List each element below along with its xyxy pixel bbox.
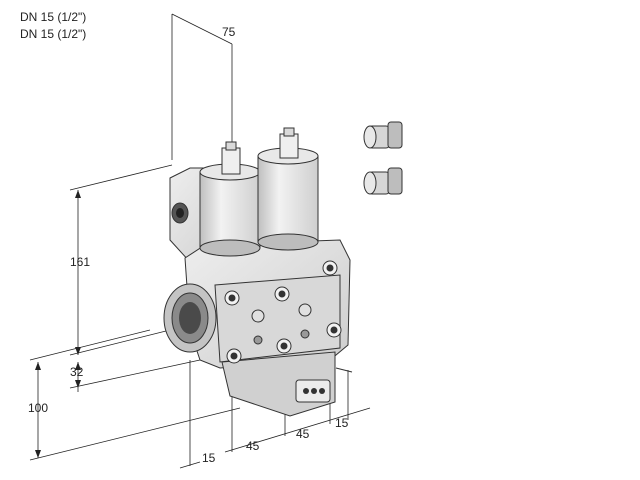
- dim-100: 100: [28, 401, 48, 415]
- connection-size-label-1: DN 15 (1/2"): [20, 10, 87, 24]
- dim-75: 75: [222, 25, 236, 39]
- bolts: [224, 260, 342, 364]
- dim-15-right: 15: [335, 416, 349, 430]
- dim-45-right: 45: [296, 427, 310, 441]
- dim-15-bottom: 15: [202, 451, 216, 465]
- cable-gland-top: [363, 121, 403, 149]
- connection-size-label-2: DN 15 (1/2"): [20, 27, 87, 41]
- dim-32: 32: [70, 365, 84, 379]
- valve-body: [163, 127, 353, 417]
- dim-45-left: 45: [246, 439, 260, 453]
- dim-161: 161: [70, 255, 90, 269]
- cable-gland-bottom: [363, 167, 403, 195]
